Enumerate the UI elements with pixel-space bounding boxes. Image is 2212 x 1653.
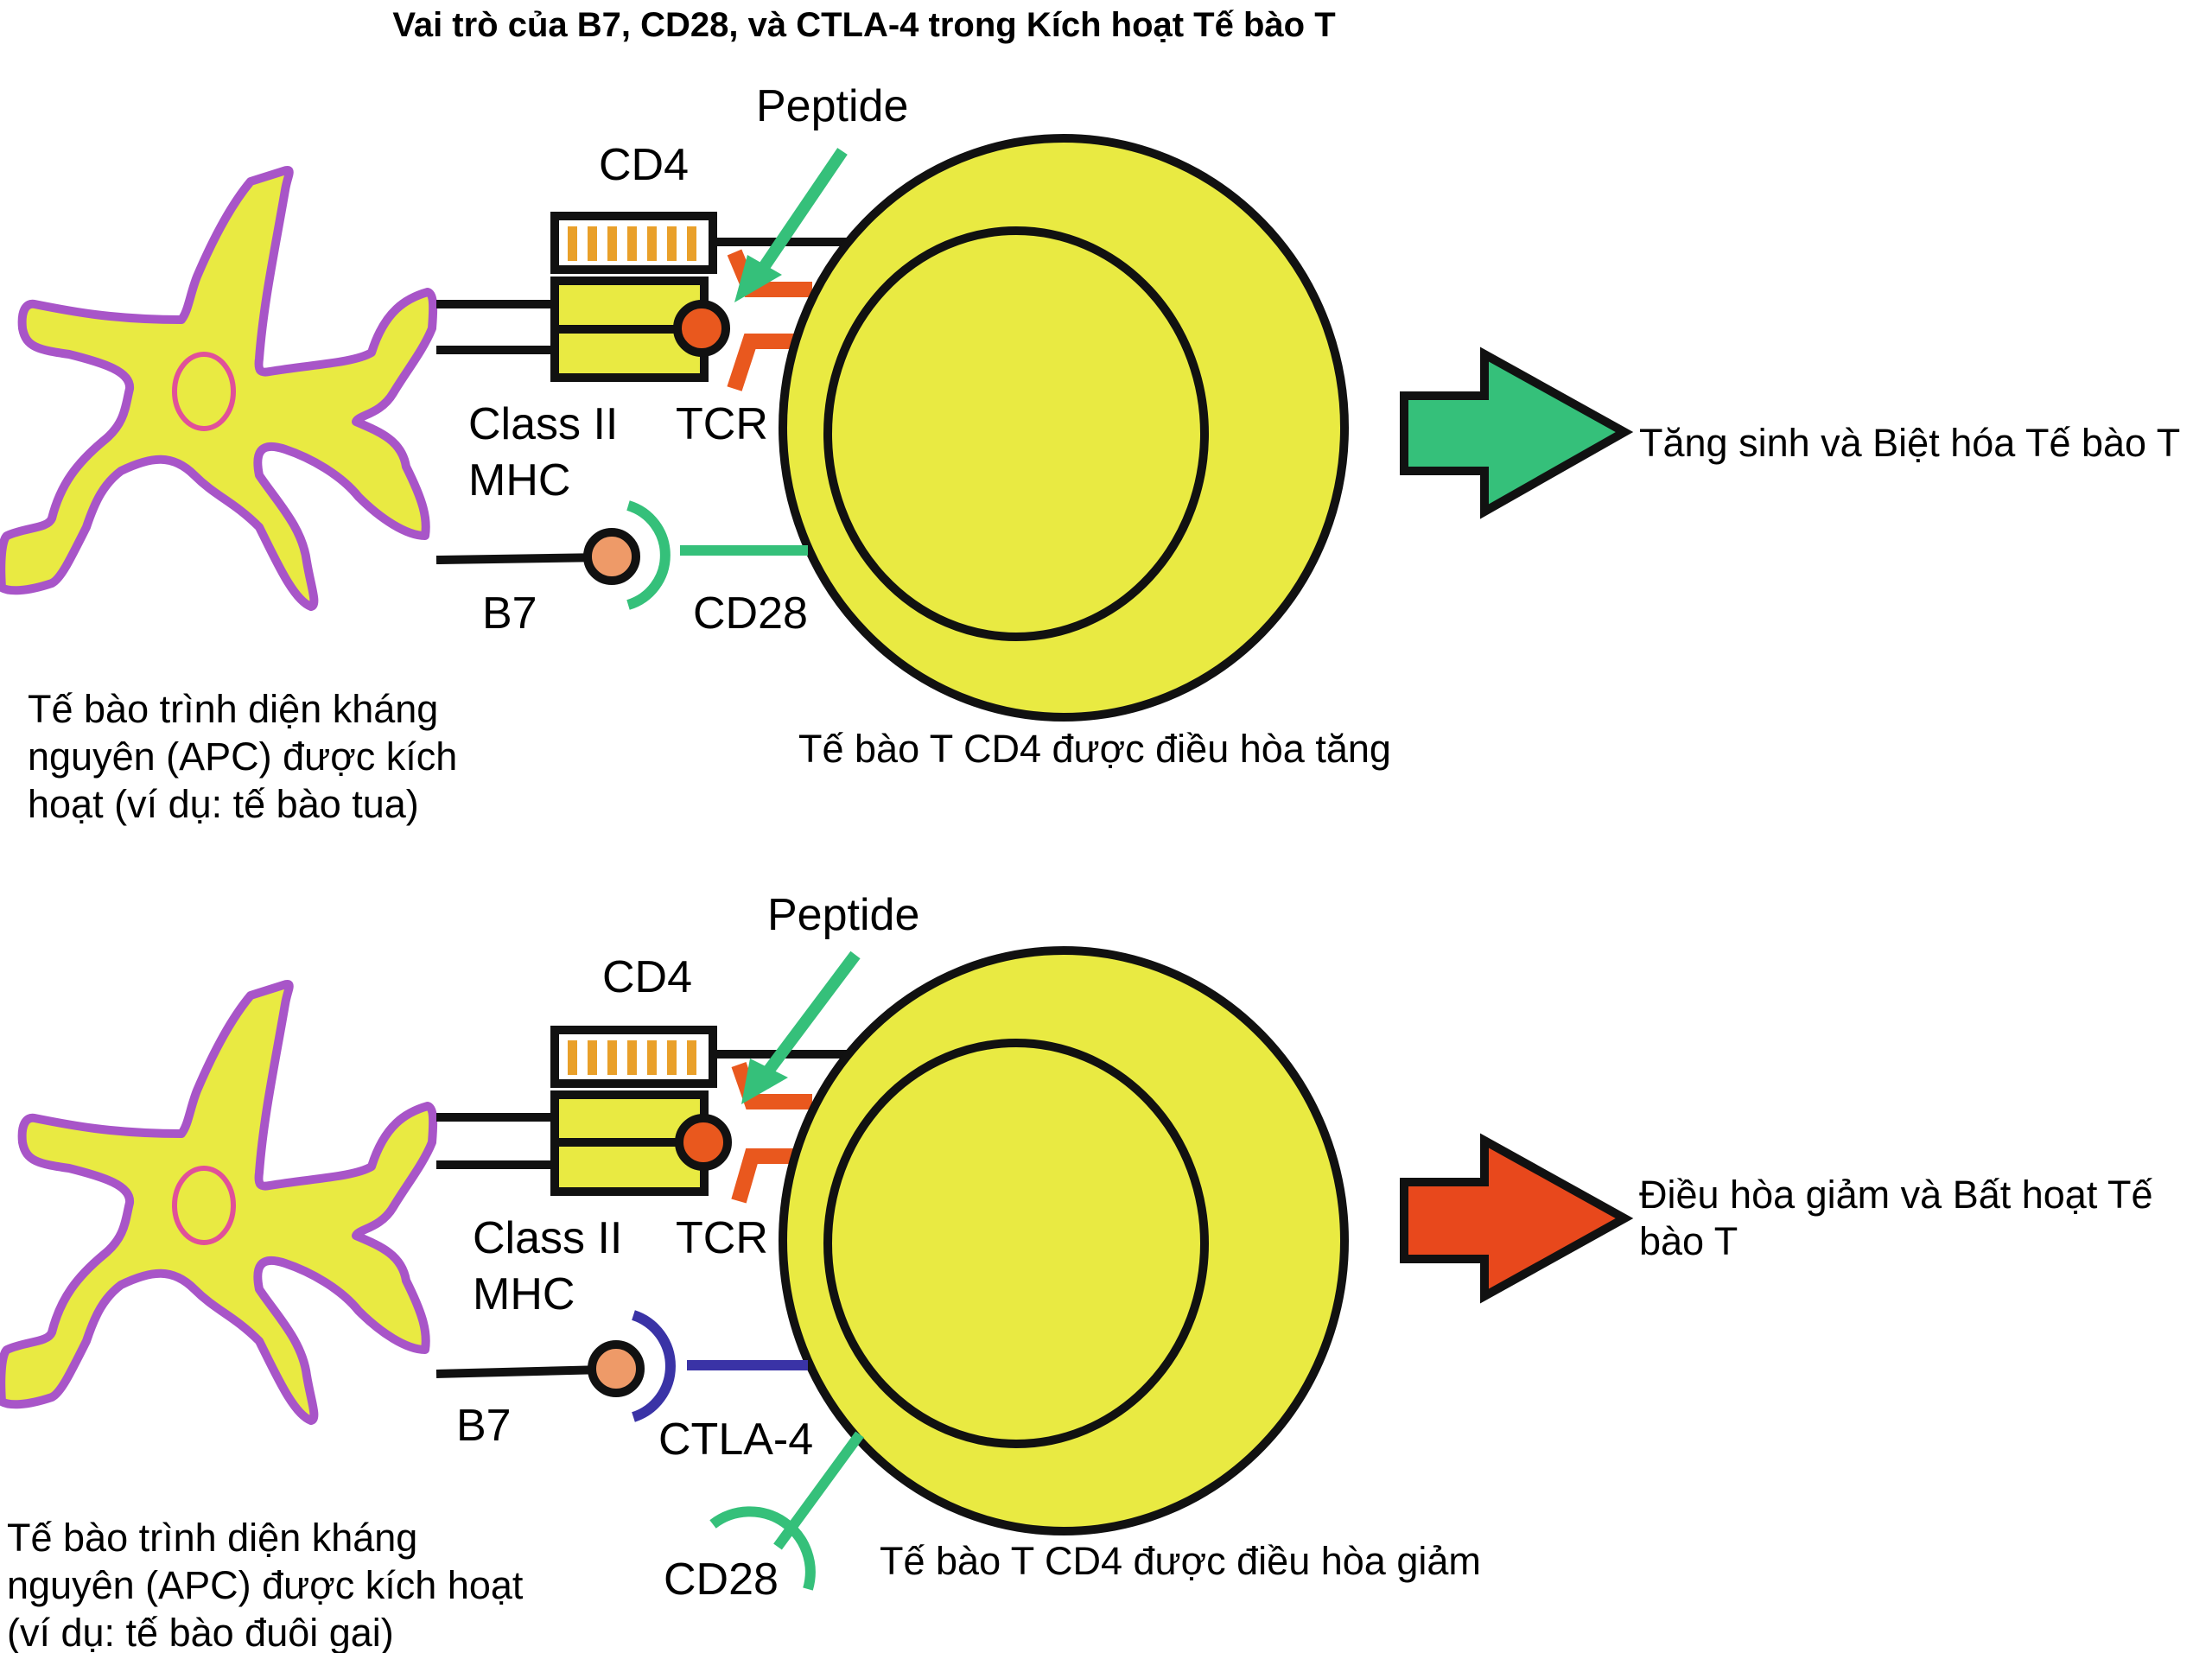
peptide-mhc-dot <box>675 1114 732 1171</box>
cd4-label: CD4 <box>599 140 689 190</box>
tcell-caption: Tế bào T CD4 được điều hòa tăng <box>798 727 1391 771</box>
panel-downregulated: Peptide CD4 Class II MHC TCR B7 CTLA-4 C… <box>1 890 2153 1653</box>
b7-stem <box>435 553 606 564</box>
mhc-label-line1: Class II <box>468 399 618 449</box>
apc-caption-line1: Tế bào trình diện kháng <box>7 1516 417 1560</box>
page-title: Vai trò của B7, CD28, và CTLA-4 trong Kí… <box>392 6 1335 44</box>
cd4-molecule <box>550 212 851 274</box>
mhc-label-line2: MHC <box>468 455 570 505</box>
tcr-receptor <box>731 1062 812 1204</box>
tcr-label: TCR <box>676 399 768 449</box>
outcome-label-line1: Điều hòa giảm và Bất hoạt Tế <box>1639 1173 2153 1217</box>
apc-caption-line3: hoạt (ví dụ: tế bào tua) <box>28 782 419 826</box>
tcr-label: TCR <box>676 1213 768 1263</box>
apc-caption-line3: (ví dụ: tế bào đuôi gai) <box>7 1611 394 1653</box>
peptide-arrow-icon <box>741 950 861 1104</box>
b7-ligand <box>583 528 640 585</box>
panel-upregulated: Peptide CD4 Class II MHC TCR B7 CD28 Tế … <box>1 81 2180 826</box>
cd4-label: CD4 <box>602 952 692 1002</box>
b7-label: B7 <box>482 588 537 639</box>
cd28-label: CD28 <box>693 588 808 639</box>
tcell-caption: Tế bào T CD4 được điều hòa giảm <box>880 1539 1481 1583</box>
peptide-label: Peptide <box>756 81 908 131</box>
apc-caption-line2: nguyên (APC) được kích hoạt <box>7 1563 524 1607</box>
ctla4-label: CTLA-4 <box>658 1415 813 1465</box>
ctla4-receptor <box>632 1310 808 1422</box>
cd28-label: CD28 <box>664 1554 779 1605</box>
mhc-label-line1: Class II <box>473 1213 622 1263</box>
b7-label: B7 <box>456 1401 512 1451</box>
apc-caption-line2: nguyên (APC) được kích <box>28 734 457 779</box>
cd4-molecule <box>550 1026 851 1088</box>
apc-cell <box>1 170 433 607</box>
b7-stem <box>435 1365 606 1378</box>
apc-cell <box>1 984 433 1421</box>
cd28-receptor <box>626 500 808 610</box>
apc-caption-line1: Tế bào trình diện kháng <box>28 687 438 731</box>
mhc-label-line2: MHC <box>473 1269 575 1319</box>
peptide-label: Peptide <box>767 890 919 940</box>
outcome-label-line2: bào T <box>1639 1219 1738 1263</box>
b7-ligand <box>588 1340 645 1397</box>
t-cell <box>779 946 1349 1535</box>
peptide-arrow-icon <box>734 148 848 302</box>
t-cell <box>779 134 1349 722</box>
outcome-label-line1: Tăng sinh và Biệt hóa Tế bào T <box>1639 421 2180 465</box>
downregulation-arrow-icon <box>1400 1133 1634 1304</box>
upregulation-arrow-icon <box>1400 346 1634 519</box>
cd28-receptor <box>709 1431 864 1591</box>
peptide-mhc-dot <box>673 300 730 357</box>
